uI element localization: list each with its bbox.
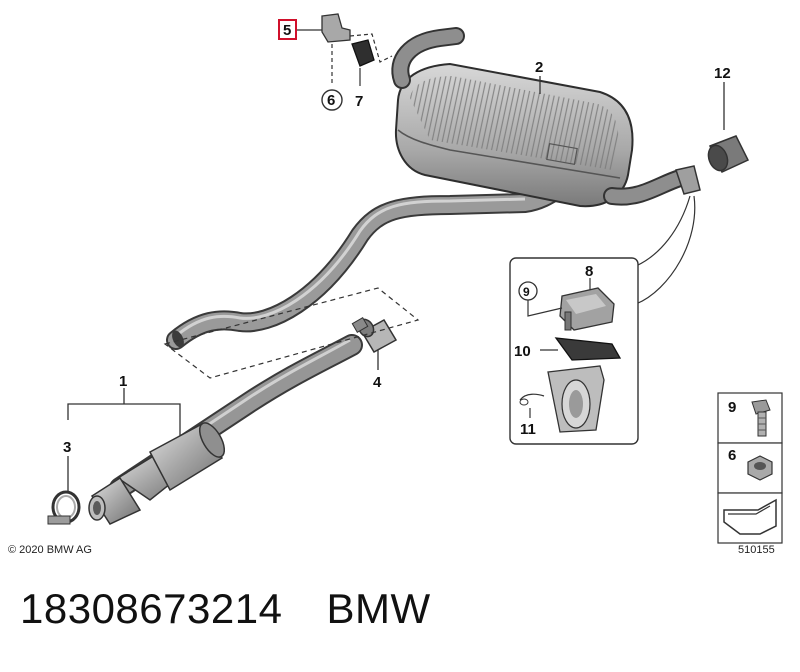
tailpipe-trim [707, 135, 750, 173]
part-number-caption: 18308673214 BMW [20, 585, 431, 633]
legend-callout-9: 9 [728, 399, 736, 416]
rubber-mount-7 [351, 39, 375, 67]
image-number: 510155 [738, 544, 775, 556]
highlight-box-5 [278, 19, 297, 40]
part-number: 18308673214 [20, 585, 283, 632]
legend-callout-6: 6 [728, 447, 736, 464]
callout-3: 3 [63, 439, 71, 456]
callout-7: 7 [355, 93, 363, 110]
inset-callout-10: 10 [514, 343, 531, 360]
rear-muffler [391, 27, 701, 208]
clamp-ring [47, 490, 81, 525]
circled-callout-6 [321, 89, 343, 111]
callout-6: 6 [327, 92, 335, 109]
callout-2: 2 [535, 59, 543, 76]
center-pipe [166, 175, 575, 350]
copyright-text: © 2020 BMW AG [8, 544, 92, 556]
callout-4: 4 [373, 374, 382, 391]
bracket-part-5 [321, 13, 351, 43]
dashed-group-outline [163, 287, 420, 379]
brand-name: BMW [326, 585, 431, 632]
clamp-sleeve [351, 316, 398, 354]
legend-panel [717, 392, 783, 544]
inset-callout-9: 9 [523, 285, 530, 299]
inset-callout-8: 8 [585, 263, 593, 280]
callout-12: 12 [714, 65, 731, 82]
callout-1: 1 [119, 373, 127, 390]
inset-callout-11: 11 [520, 421, 536, 438]
detail-inset [509, 257, 639, 445]
callout-5: 5 [283, 22, 291, 39]
catalytic-converter [88, 422, 226, 525]
